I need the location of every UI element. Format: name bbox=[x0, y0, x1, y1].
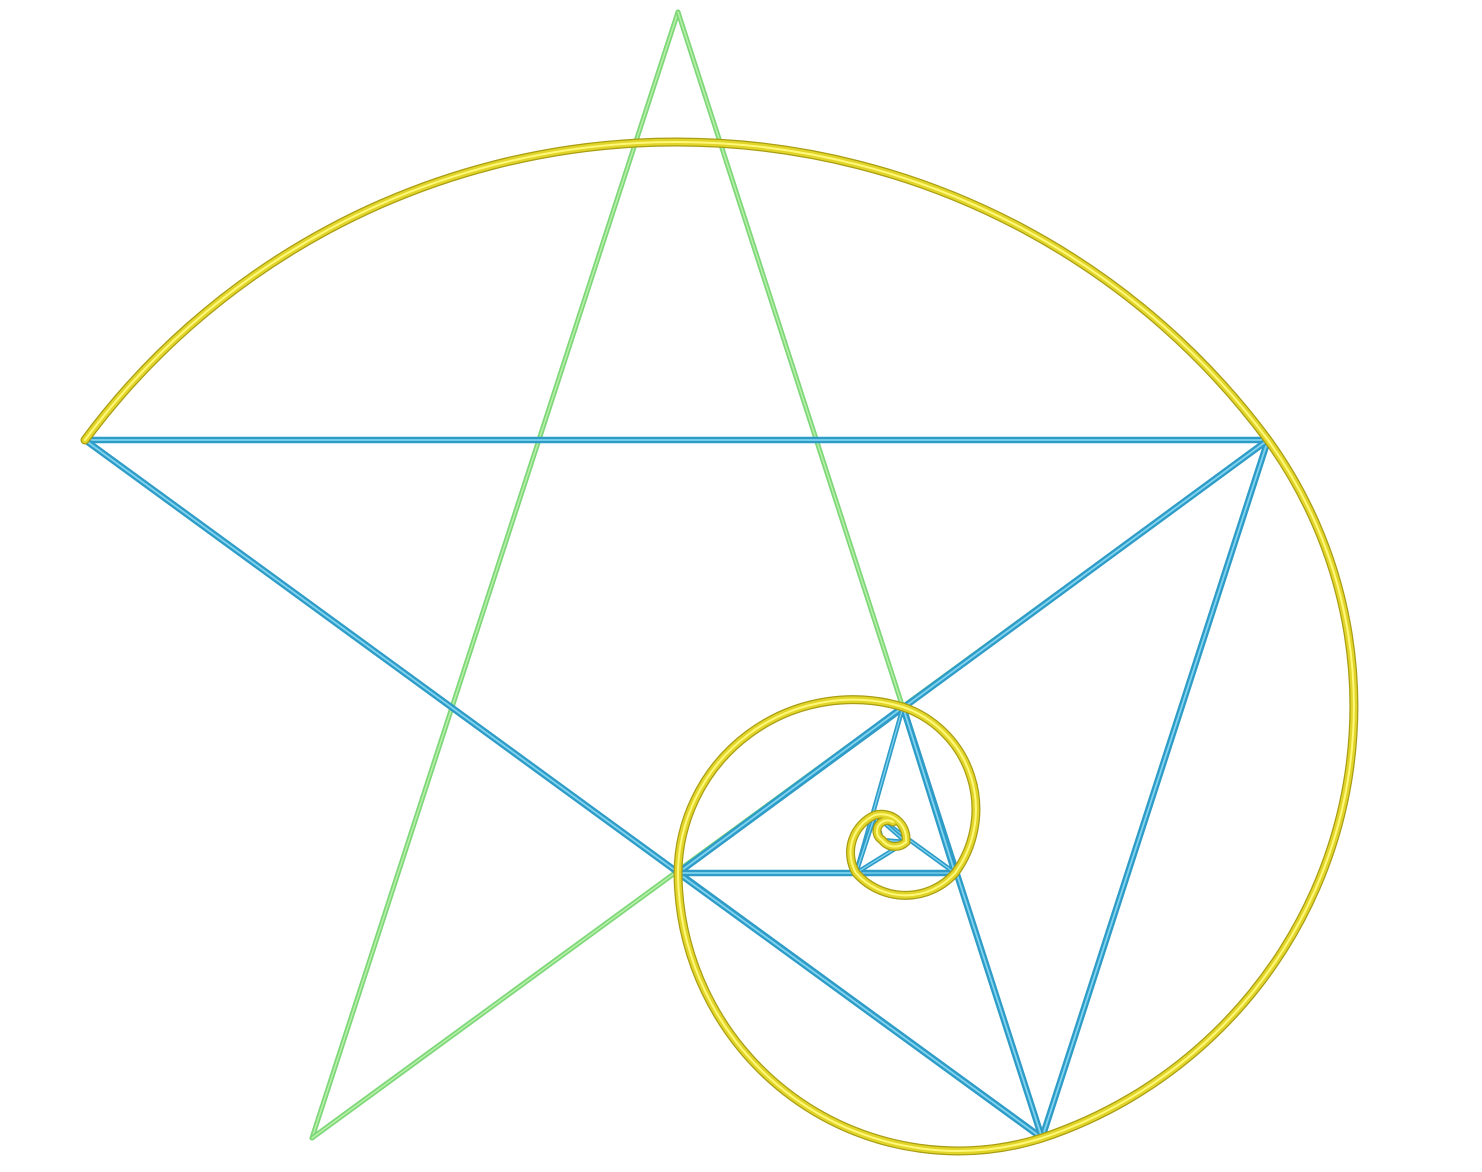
pentagram bbox=[82, 9, 1271, 1141]
triangle-edge-12 bbox=[853, 812, 878, 876]
triangle-edge-6 bbox=[674, 703, 907, 877]
pentagram-edge-top-bl bbox=[309, 9, 681, 1141]
spiral-path bbox=[80, 137, 1359, 1156]
golden-triangles bbox=[81, 436, 1272, 1142]
triangle-edge-5 bbox=[674, 869, 1046, 1142]
triangle-edge-8 bbox=[899, 703, 959, 877]
golden-spiral bbox=[80, 137, 1359, 1156]
triangle-edge-3 bbox=[1038, 436, 1272, 1142]
